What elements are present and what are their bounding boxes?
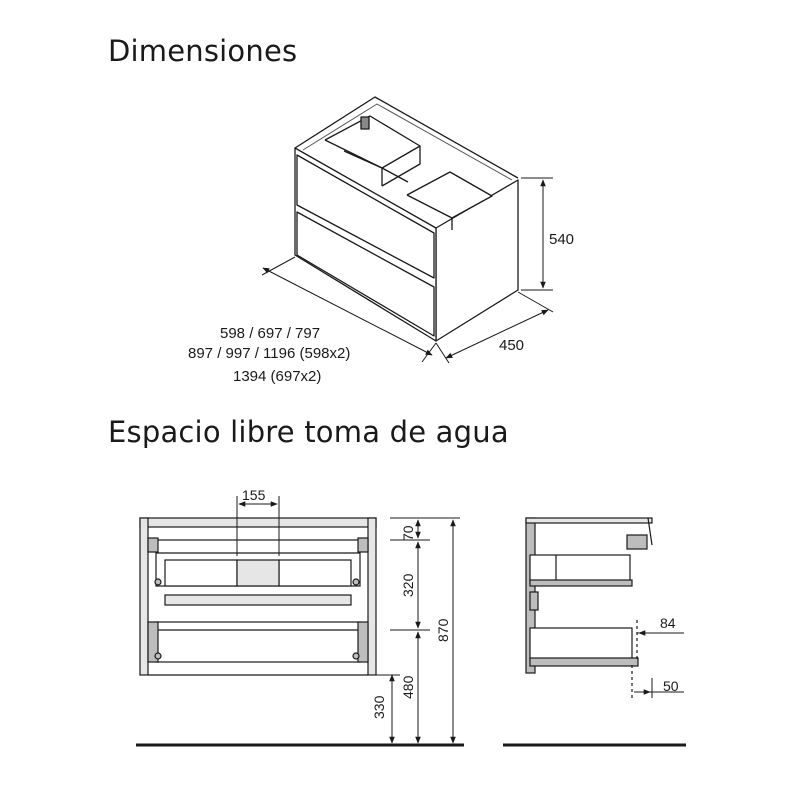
width-label-line2: 897 / 997 / 1196 (598x2): [188, 345, 350, 362]
inner-box-left: [324, 115, 421, 169]
left-side-panel: [139, 517, 149, 676]
lower-drawer: [155, 621, 361, 663]
depth-dimension: [435, 291, 554, 364]
siphon-gap: [236, 559, 280, 587]
cabinet-isometric: [294, 96, 519, 342]
bottom-offset-dimension: [634, 678, 684, 698]
countertop: [139, 517, 377, 528]
right-side-panel: [367, 517, 377, 676]
dimensions-heading: Dimensiones: [108, 34, 298, 68]
height-label: 540: [549, 231, 574, 248]
depth-label: 450: [499, 337, 524, 354]
hinge-bracket: [626, 534, 648, 550]
middle-space-label: 320: [400, 573, 416, 597]
water-clearance-heading: Espacio libre toma de agua: [108, 415, 509, 449]
total-height-label: 870: [435, 618, 451, 642]
lower-drawer-front: [296, 211, 435, 337]
gap-width-dimension: [236, 496, 280, 556]
side-section-view: [525, 517, 653, 698]
gap-width-label: 155: [242, 487, 266, 503]
floor-clearance-label: 330: [371, 695, 387, 719]
width-dimension: [261, 256, 437, 363]
side-lower-drawer: [529, 627, 633, 661]
vertical-dimensions: [376, 517, 460, 744]
upper-drawer-front: [296, 154, 435, 279]
inner-box-right: [406, 171, 493, 219]
top-space-label: 70: [400, 525, 416, 541]
lower-space-label: 480: [400, 675, 416, 699]
rear-offset-label: 84: [660, 615, 676, 631]
cabinet-top-edge: [294, 96, 519, 179]
bottom-offset-label: 50: [663, 678, 679, 694]
front-section-view: [139, 517, 377, 676]
width-label-line3: 1394 (697x2): [233, 368, 321, 385]
mounting-bracket: [360, 116, 370, 130]
middle-rail: [164, 594, 352, 606]
side-upper-drawer: [529, 554, 631, 584]
height-dimension: [521, 177, 553, 291]
width-label-line1: 598 / 697 / 797: [220, 325, 320, 342]
cabinet-front: [294, 147, 437, 342]
